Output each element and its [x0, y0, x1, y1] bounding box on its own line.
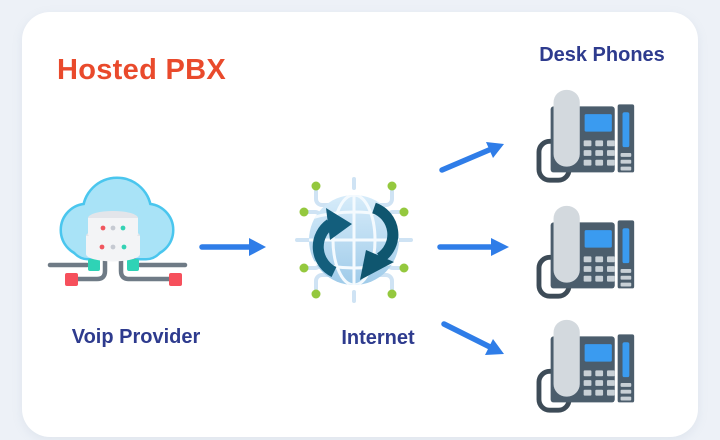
connector-teal [127, 259, 139, 271]
circuit-dots [299, 181, 409, 299]
arrow-internet-to-phone-2 [437, 238, 509, 256]
connector-red [169, 273, 182, 286]
desk-phone-icon [536, 319, 635, 413]
internet-label: Internet [341, 327, 415, 349]
desk-phones-label: Desk Phones [539, 44, 665, 66]
connector-teal [88, 259, 100, 271]
sync-arrows-icon [312, 202, 399, 280]
voip-provider-label: Voip Provider [71, 326, 201, 348]
desk-phone-icon [536, 89, 635, 183]
arrow-internet-to-phone-3 [441, 321, 504, 355]
connector-red [65, 273, 78, 286]
arrow-internet-to-phone-1 [439, 142, 504, 173]
internet-globe-icon [295, 177, 413, 303]
diagram-card: Hosted PBX [22, 12, 698, 437]
server-stack-icon [86, 211, 140, 262]
desk-phone-icon [536, 205, 635, 299]
arrow-voip-to-internet [199, 238, 266, 256]
page-title: Hosted PBX [57, 54, 226, 86]
cloud-server-icon [47, 176, 188, 286]
